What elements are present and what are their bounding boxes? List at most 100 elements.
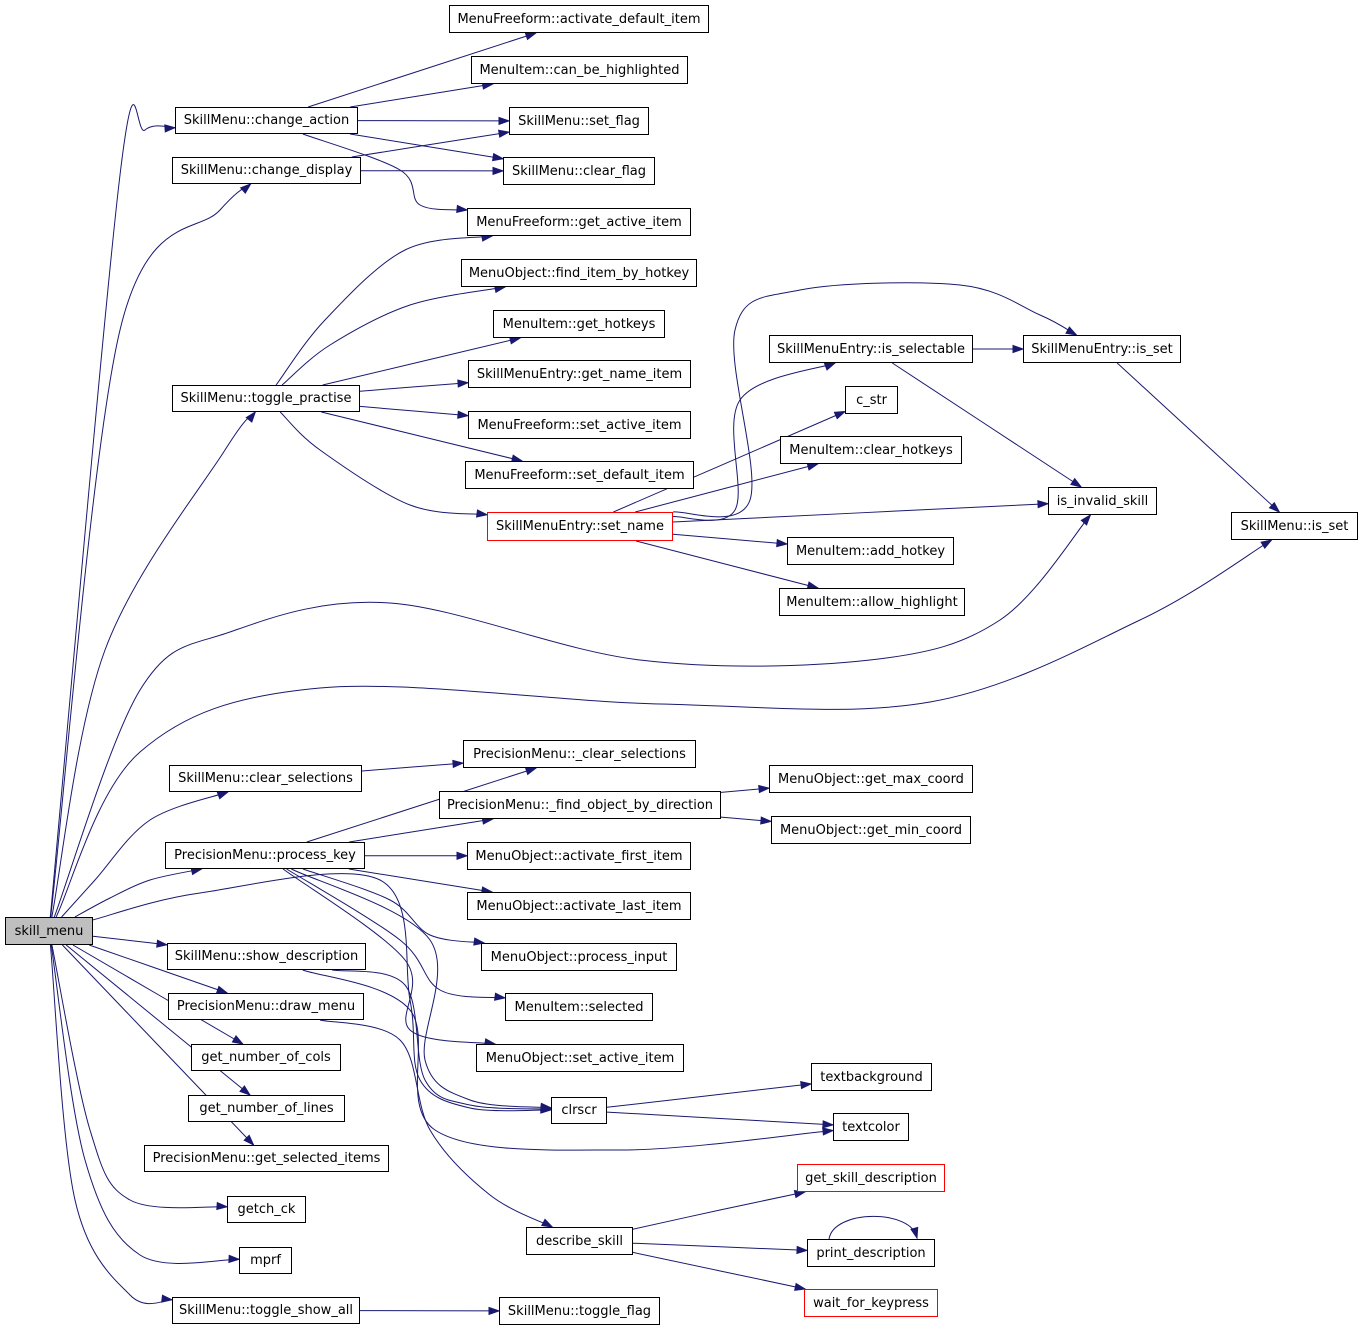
edge-change-display-to-set-flag — [351, 131, 510, 158]
edge-skill-menu-to-menu-is-set-arrowhead — [1260, 539, 1273, 550]
node-show-description[interactable]: SkillMenu::show_description — [167, 943, 366, 970]
edge-skill-menu-to-getch-ck-arrowhead — [216, 1201, 229, 1211]
edge-skill-menu-to-get-number-of-lines — [65, 944, 251, 1096]
node-set-name[interactable]: SkillMenuEntry::set_name — [487, 512, 673, 541]
node-textcolor[interactable]: textcolor — [833, 1113, 909, 1141]
node-set-flag[interactable]: SkillMenu::set_flag — [509, 107, 649, 135]
edge-skill-menu-to-get-number-of-lines-arrowhead — [239, 1085, 252, 1096]
node-find-item-by-hotkey[interactable]: MenuObject::find_item_by_hotkey — [461, 259, 697, 287]
node-get-max-coord[interactable]: MenuObject::get_max_coord — [769, 765, 973, 793]
node-get-hotkeys[interactable]: MenuItem::get_hotkeys — [493, 310, 665, 338]
node-get-active-item[interactable]: MenuFreeform::get_active_item — [467, 208, 691, 236]
edge-skill-menu-to-menu-is-set — [55, 539, 1272, 918]
node-get-name-item[interactable]: SkillMenuEntry::get_name_item — [468, 360, 691, 388]
edge-clrscr-to-textbackground — [606, 1083, 812, 1108]
edge-process-key-to-clrscr — [291, 868, 552, 1109]
edge-toggle-practise-to-get-hotkeys — [322, 337, 521, 386]
edge-change-action-to-activate-default-item-arrowhead — [524, 32, 538, 41]
edge-process-key-to-activate-first-item-arrowhead — [456, 851, 469, 861]
node-process-input[interactable]: MenuObject::process_input — [481, 943, 677, 971]
node-selected[interactable]: MenuItem::selected — [505, 993, 653, 1021]
edge-draw-menu-to-describe-skill — [319, 1019, 553, 1228]
node-set-default-item[interactable]: MenuFreeform::set_default_item — [465, 461, 694, 489]
edge-describe-skill-to-wait-for-keypress-arrowhead — [794, 1282, 807, 1291]
node-clear-selections[interactable]: SkillMenu::clear_selections — [169, 765, 362, 792]
node-change-display[interactable]: SkillMenu::change_display — [172, 157, 361, 184]
node-clear-hotkeys[interactable]: MenuItem::clear_hotkeys — [780, 436, 962, 464]
edge-skill-menu-to-get-number-of-cols-arrowhead — [231, 1035, 245, 1045]
edge-change-action-to-clear-flag-arrowhead — [491, 152, 505, 162]
edge-is-selectable-to-is-invalid-skill — [892, 362, 1082, 488]
node-get-number-of-cols[interactable]: get_number_of_cols — [191, 1044, 341, 1071]
node-get-min-coord[interactable]: MenuObject::get_min_coord — [771, 816, 971, 844]
node-clrscr[interactable]: clrscr — [551, 1097, 607, 1124]
node-add-hotkey[interactable]: MenuItem::add_hotkey — [787, 537, 954, 565]
node-toggle-practise[interactable]: SkillMenu::toggle_practise — [172, 385, 360, 412]
edge-skill-menu-to-show-description — [92, 935, 168, 946]
edge-skill-menu-to-change-action — [49, 104, 176, 918]
node-can-be-highlighted[interactable]: MenuItem::can_be_highlighted — [471, 56, 688, 84]
node-menu-is-set[interactable]: SkillMenu::is_set — [1231, 512, 1358, 540]
edge-toggle-practise-to-find-item-by-hotkey — [281, 286, 506, 386]
edge-change-action-to-activate-default-item — [307, 32, 537, 108]
edge-skill-menu-to-getch-ck — [51, 944, 228, 1209]
edge-toggle-practise-to-set-name-arrowhead — [476, 509, 489, 518]
edge-draw-menu-to-describe-skill-arrowhead — [541, 1218, 554, 1228]
node-set-active-item-mo[interactable]: MenuObject::set_active_item — [476, 1044, 684, 1072]
node-toggle-show-all[interactable]: SkillMenu::toggle_show_all — [172, 1297, 360, 1324]
edge-process-key-to-clear-selections-arrowhead — [524, 767, 538, 776]
node-get-skill-description[interactable]: get_skill_description — [797, 1164, 945, 1192]
node-process-key[interactable]: PrecisionMenu::process_key — [165, 842, 365, 869]
node-is-selectable[interactable]: SkillMenuEntry::is_selectable — [769, 335, 973, 363]
edge-print-description-to-print-description-arrowhead — [910, 1226, 919, 1240]
node-getch-ck[interactable]: getch_ck — [227, 1196, 306, 1223]
edge-clear-selections-to-clear-selections-arrowhead — [452, 759, 465, 769]
node-activate-last-item[interactable]: MenuObject::activate_last_item — [467, 892, 691, 920]
edge-change-action-to-get-active-item-arrowhead — [456, 204, 469, 214]
edge-skill-menu-to-clear-selections — [61, 791, 229, 918]
node-clear-flag[interactable]: SkillMenu::clear_flag — [503, 157, 655, 185]
node-clear-selections[interactable]: PrecisionMenu::_clear_selections — [463, 740, 696, 768]
node-describe-skill[interactable]: describe_skill — [526, 1227, 633, 1255]
edge-process-key-to-activate-last-item — [348, 868, 493, 893]
edge-process-key-to-set-active-item-mo — [282, 868, 496, 1045]
edge-is-selectable-to-entry-is-set-arrowhead — [1012, 344, 1025, 354]
edge-clear-selections-to-clear-selections — [361, 762, 464, 772]
edge-skill-menu-to-process-key — [74, 868, 202, 918]
node-get-selected-items[interactable]: PrecisionMenu::get_selected_items — [144, 1145, 389, 1172]
node-allow-highlight[interactable]: MenuItem::allow_highlight — [779, 588, 965, 616]
edge-toggle-practise-to-get-name-item-arrowhead — [457, 379, 470, 388]
node-set-active-item-ff[interactable]: MenuFreeform::set_active_item — [468, 411, 691, 439]
edge-skill-menu-to-change-display — [50, 183, 251, 918]
node-wait-for-keypress[interactable]: wait_for_keypress — [804, 1289, 938, 1317]
node-get-number-of-lines[interactable]: get_number_of_lines — [188, 1095, 345, 1122]
edge-skill-menu-to-change-action-arrowhead — [164, 124, 177, 133]
edge-skill-menu-to-draw-menu — [89, 944, 228, 994]
node-entry-is-set[interactable]: SkillMenuEntry::is_set — [1023, 335, 1181, 363]
node-mprf[interactable]: mprf — [239, 1247, 292, 1274]
edge-clrscr-to-textbackground-arrowhead — [800, 1080, 813, 1090]
edge-show-description-to-clrscr — [332, 969, 552, 1110]
node-find-object-by-direction[interactable]: PrecisionMenu::_find_object_by_direction — [439, 791, 721, 819]
edge-set-name-to-is-selectable-arrowhead — [823, 362, 837, 371]
node-textbackground[interactable]: textbackground — [811, 1063, 932, 1091]
edge-set-name-to-is-invalid-skill — [672, 503, 1049, 523]
edge-change-action-to-get-active-item — [302, 133, 468, 211]
edge-skill-menu-to-get-selected-items-arrowhead — [243, 1134, 255, 1147]
edge-toggle-practise-to-set-active-item-ff — [359, 405, 469, 417]
node-activate-first-item[interactable]: MenuObject::activate_first_item — [467, 842, 691, 870]
node-c-str[interactable]: c_str — [845, 386, 898, 414]
node-toggle-flag[interactable]: SkillMenu::toggle_flag — [499, 1297, 660, 1325]
edge-change-display-to-set-flag-arrowhead — [497, 129, 511, 138]
node-change-action[interactable]: SkillMenu::change_action — [175, 107, 358, 134]
node-draw-menu[interactable]: PrecisionMenu::draw_menu — [168, 993, 364, 1020]
edge-skill-menu-to-toggle-show-all — [49, 944, 173, 1305]
edge-skill-menu-to-mprf-arrowhead — [228, 1254, 241, 1264]
edge-toggle-show-all-to-toggle-flag-arrowhead — [488, 1306, 501, 1316]
node-is-invalid-skill[interactable]: is_invalid_skill — [1048, 487, 1157, 515]
edge-describe-skill-to-get-skill-description — [632, 1191, 806, 1230]
node-activate-default-item[interactable]: MenuFreeform::activate_default_item — [449, 5, 709, 33]
node-print-description[interactable]: print_description — [807, 1239, 935, 1267]
